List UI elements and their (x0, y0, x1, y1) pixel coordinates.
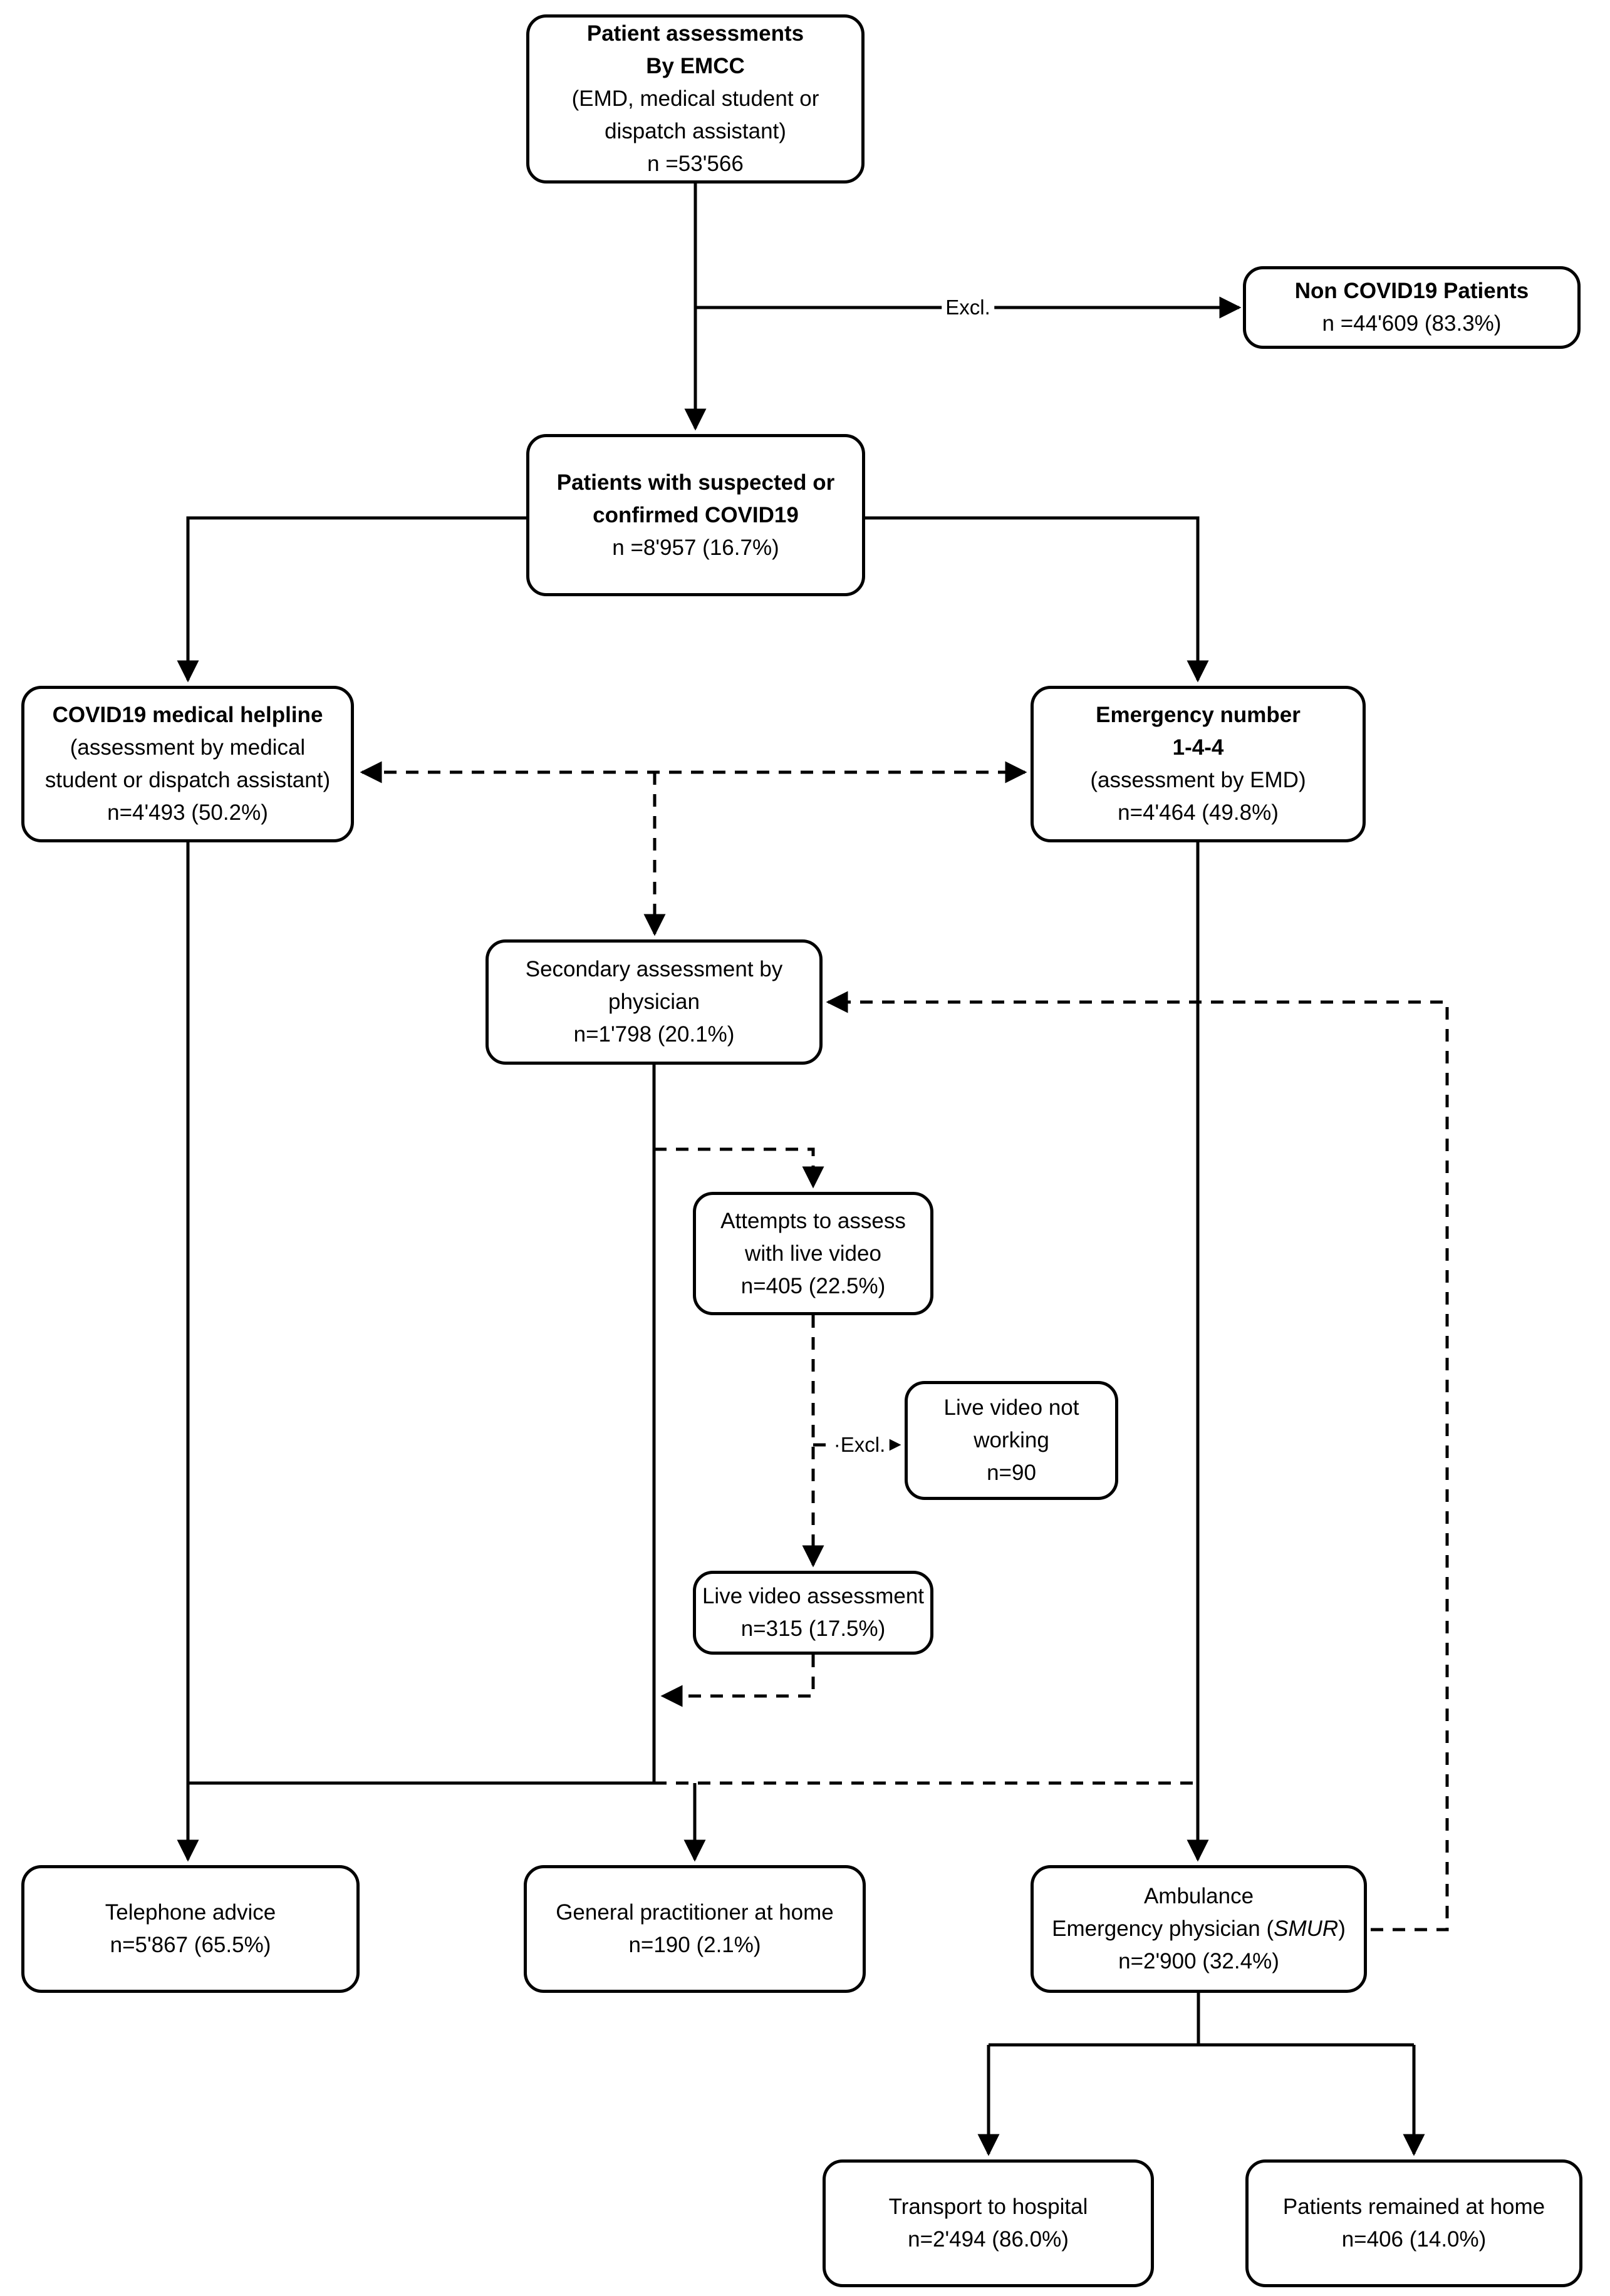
connector-videoassess-return (660, 1655, 815, 1707)
box-line: physician (608, 990, 700, 1014)
box-line: Ambulance (1143, 1884, 1254, 1908)
smur-italic: SMUR (1274, 1916, 1339, 1941)
box-line: Live video not (943, 1395, 1079, 1420)
box-count: n=5'867 (65.5%) (110, 1933, 271, 1957)
box-line: (assessment by medical (70, 735, 306, 760)
box-covid19-medical-helpline: COVID19 medical helpline (assessment by … (21, 686, 354, 842)
box-count: n =8'957 (16.7%) (612, 535, 779, 560)
box-count: n=315 (17.5%) (740, 1616, 886, 1641)
box-line: General practitioner at home (556, 1900, 834, 1925)
box-line: dispatch assistant) (605, 119, 786, 143)
box-secondary-assessment-physician: Secondary assessment by physician n=1'79… (486, 939, 823, 1065)
box-line: Patients with suspected or (556, 470, 835, 495)
box-live-video-not-working: Live video not working n=90 (905, 1381, 1118, 1500)
box-line: COVID19 medical helpline (52, 703, 323, 727)
box-line-segment: ) (1338, 1916, 1346, 1941)
box-patient-assessments: Patient assessments By EMCC (EMD, medica… (526, 14, 865, 184)
box-count: n=2'900 (32.4%) (1118, 1949, 1279, 1973)
box-count: n =53'566 (647, 152, 744, 176)
box-line: with live video (745, 1241, 881, 1266)
box-line: 1-4-4 (1172, 735, 1224, 760)
box-line: Attempts to assess (720, 1208, 906, 1233)
box-transport-to-hospital: Transport to hospital n=2'494 (86.0%) (823, 2159, 1154, 2287)
box-count: n=190 (2.1%) (628, 1933, 761, 1957)
box-ambulance-emergency-physician: Ambulance Emergency physician (SMUR) n=2… (1031, 1865, 1367, 1993)
box-count: n=4'493 (50.2%) (107, 800, 268, 825)
excl-label-noncovid: Excl. (942, 296, 994, 319)
box-line: Live video assessment (702, 1584, 925, 1608)
box-emergency-number-144: Emergency number 1-4-4 (assessment by EM… (1031, 686, 1366, 842)
box-non-covid19-patients: Non COVID19 Patients n =44'609 (83.3%) (1243, 266, 1581, 349)
box-count: n=406 (14.0%) (1341, 2227, 1487, 2252)
box-line: Telephone advice (105, 1900, 276, 1925)
box-line: Emergency number (1096, 703, 1301, 727)
box-count: n=4'464 (49.8%) (1118, 800, 1279, 825)
box-line: Patients remained at home (1282, 2195, 1545, 2219)
box-line: Secondary assessment by (525, 957, 783, 981)
connector-suspected-to-helpline (177, 516, 526, 683)
box-attempts-live-video: Attempts to assess with live video n=405… (693, 1192, 933, 1315)
box-line-segment: Emergency physician ( (1052, 1916, 1274, 1941)
box-count: n=1'798 (20.1%) (573, 1022, 735, 1047)
box-count: n=405 (22.5%) (740, 1273, 886, 1298)
box-line: Non COVID19 Patients (1294, 279, 1529, 303)
box-telephone-advice: Telephone advice n=5'867 (65.5%) (21, 1865, 360, 1993)
box-line: Patient assessments (586, 21, 804, 46)
connector-suspected-to-emergency (865, 516, 1209, 683)
box-line: confirmed COVID19 (593, 502, 799, 527)
connector-ambulance-split (989, 1993, 1414, 2047)
box-line: working (974, 1428, 1049, 1452)
box-line: By EMCC (646, 54, 745, 78)
box-count: n=2'494 (86.0%) (908, 2227, 1069, 2252)
box-count: n=90 (987, 1461, 1036, 1485)
box-count: n =44'609 (83.3%) (1322, 311, 1502, 336)
excl-label-video: ·Excl. (829, 1434, 890, 1456)
box-general-practitioner-home: General practitioner at home n=190 (2.1%… (524, 1865, 866, 1993)
box-patients-remained-home: Patients remained at home n=406 (14.0%) (1245, 2159, 1582, 2287)
box-live-video-assessment: Live video assessment n=315 (17.5%) (693, 1571, 933, 1655)
box-line: student or dispatch assistant) (44, 768, 331, 792)
connector-to-attempts (654, 1147, 824, 1189)
box-line: (assessment by EMD) (1090, 768, 1306, 792)
box-line: Transport to hospital (888, 2195, 1088, 2219)
box-suspected-confirmed-covid19: Patients with suspected or confirmed COV… (526, 434, 865, 596)
box-line: (EMD, medical student or (571, 86, 819, 111)
box-line: Emergency physician (SMUR) (1052, 1913, 1346, 1945)
